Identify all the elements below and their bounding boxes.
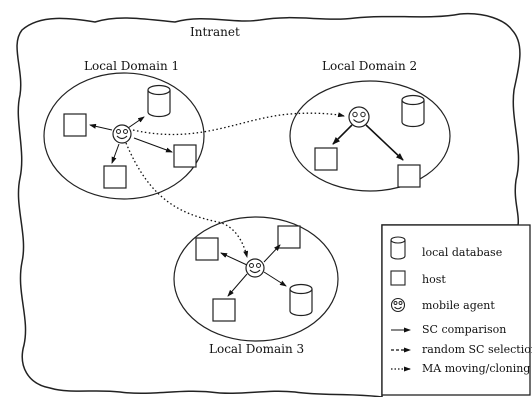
sc-comparison-arrow <box>365 124 404 161</box>
host-icon <box>212 298 236 322</box>
sc-comparison-arrow <box>263 271 287 287</box>
database-icon <box>390 236 406 260</box>
ma-moving-path-d1-d3 <box>125 142 249 258</box>
legend-label: SC comparison <box>422 323 506 336</box>
host-icon <box>103 165 127 189</box>
sc-comparison-arrow <box>133 137 173 153</box>
sc-comparison-arrow <box>111 143 120 164</box>
domain-1-label: Local Domain 1 <box>84 59 179 73</box>
host-icon <box>397 164 421 188</box>
host-icon <box>173 144 197 168</box>
legend-label: local database <box>422 246 502 259</box>
host-icon <box>63 113 87 137</box>
database-icon <box>147 84 171 118</box>
mobile-agent-icon <box>245 258 265 278</box>
domain-1-boundary <box>43 72 205 200</box>
database-icon <box>289 283 313 317</box>
sc-comparison-arrow <box>127 116 145 129</box>
host-icon <box>314 147 338 171</box>
local-domain-2: Local Domain 2 <box>289 59 451 192</box>
sc-comparison-arrow <box>263 244 281 263</box>
legend-label: host <box>422 273 446 286</box>
legend-label: MA moving/cloning <box>422 362 530 375</box>
ma-moving-path-d1-d2 <box>132 112 345 136</box>
legend-label: random SC selection <box>422 343 532 356</box>
mobile-agent-icon <box>112 124 132 144</box>
legend: local database host mobile agent SC comp… <box>381 224 532 396</box>
sc-comparison-arrow <box>332 124 353 145</box>
intranet-label: Intranet <box>190 25 240 39</box>
local-domain-3: Local Domain 3 <box>173 216 339 356</box>
domain-2-boundary <box>289 80 451 192</box>
mobile-agent-icon <box>390 297 406 313</box>
sc-comparison-arrow <box>220 252 248 266</box>
sc-comparison-arrow <box>89 123 113 131</box>
host-icon <box>195 237 219 261</box>
domain-2-label: Local Domain 2 <box>322 59 417 73</box>
host-icon <box>277 225 301 249</box>
sc-comparison-arrow <box>227 273 248 297</box>
legend-label: mobile agent <box>422 299 495 312</box>
local-domain-1: Local Domain 1 <box>43 59 205 200</box>
domain-3-label: Local Domain 3 <box>209 342 304 356</box>
host-icon <box>390 270 406 286</box>
domain-3-boundary <box>173 216 339 342</box>
mobile-agent-icon <box>348 106 370 128</box>
database-icon <box>401 94 425 128</box>
